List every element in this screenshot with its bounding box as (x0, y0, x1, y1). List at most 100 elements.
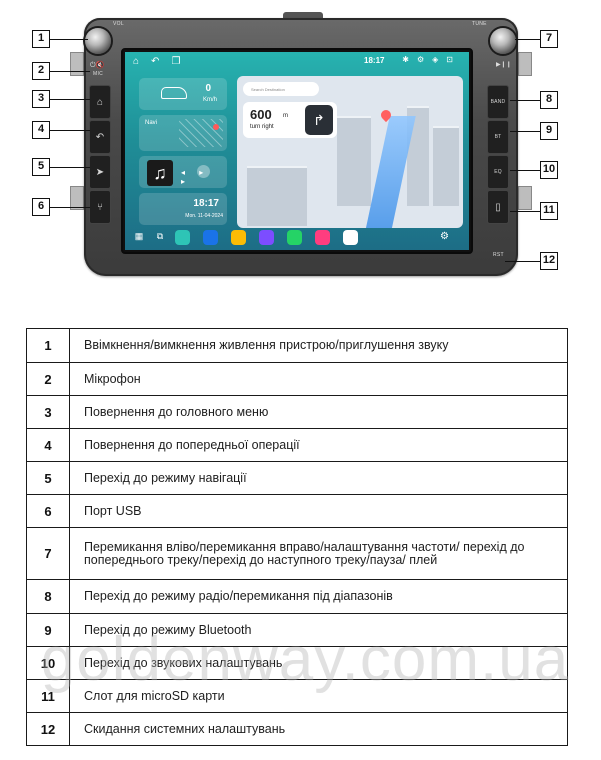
callout-4: 4 (32, 121, 50, 139)
building (337, 116, 371, 206)
back-button[interactable]: ↶ (89, 120, 111, 154)
item-description: Повернення до попередньої операції (69, 428, 568, 462)
clock-date: Mon. 11-04-2024 (185, 213, 223, 219)
item-number: 9 (26, 613, 70, 647)
mini-map (179, 119, 223, 147)
back-icon: ↶ (95, 131, 105, 143)
navigation-panel[interactable]: Search Destination 600 m turn right ↱ (237, 76, 463, 228)
navigation-app-icon[interactable] (203, 229, 218, 245)
speed-unit: Km/h (202, 97, 217, 103)
navi-widget[interactable]: Navi (139, 115, 227, 151)
item-number: 8 (26, 579, 70, 614)
carplay-app-icon[interactable] (175, 229, 190, 245)
microsd-slot[interactable]: ▯ (487, 190, 509, 224)
item-number: 1 (26, 328, 70, 363)
mount-tab (283, 12, 323, 22)
leader-line (50, 39, 88, 40)
eq-button[interactable]: EQ (487, 155, 509, 189)
building (433, 126, 459, 206)
navi-label: Navi (145, 120, 158, 126)
back-icon[interactable]: ↶ (151, 55, 160, 67)
google-app-icon[interactable] (343, 229, 358, 245)
callout-1: 1 (32, 30, 50, 48)
callout-8: 8 (540, 91, 558, 109)
building (247, 166, 307, 226)
settings-gear-icon[interactable]: ⚙ (440, 231, 449, 242)
app-dock: ▦ ⧉ ⚙ (125, 224, 469, 250)
speed-widget[interactable]: 0 Km/h (139, 78, 227, 110)
phone-app-icon[interactable] (287, 229, 302, 245)
tune-label: TUNE (472, 21, 487, 27)
apps-grid-icon[interactable] (259, 229, 274, 245)
leader-line (50, 71, 90, 72)
mount-bracket-left-lower (70, 186, 84, 210)
navigation-button[interactable]: ➤ (89, 155, 111, 189)
leader-line (50, 99, 90, 100)
app-drawer-icon[interactable]: ▦ (134, 231, 144, 241)
callout-11: 11 (540, 202, 558, 220)
touchscreen[interactable]: ⌂ ↶ ❐ 18:17 ✱⚙◈⊡ 0 Km/h Navi ♫ ◂ ▸ ▸ (121, 48, 473, 254)
leader-line (510, 211, 540, 212)
item-description: Мікрофон (69, 362, 568, 396)
maps-app-icon[interactable] (231, 229, 246, 245)
band-button[interactable]: BAND (487, 85, 509, 119)
screen-wallpaper: ⌂ ↶ ❐ 18:17 ✱⚙◈⊡ 0 Km/h Navi ♫ ◂ ▸ ▸ (125, 52, 469, 250)
leader-line (515, 39, 540, 40)
item-number: 10 (26, 646, 70, 680)
usb-icon: ⑂ (97, 201, 103, 213)
home-icon[interactable]: ⌂ (133, 55, 140, 67)
music-widget[interactable]: ♫ ◂ ▸ ▸ (139, 156, 227, 188)
mount-bracket-right (518, 52, 532, 76)
distance-unit: m (283, 113, 288, 119)
item-number: 6 (26, 494, 70, 528)
callout-5: 5 (32, 158, 50, 176)
home-button[interactable]: ⌂ (89, 85, 111, 119)
leader-line (505, 261, 540, 262)
item-description: Перехід до звукових налаштувань (69, 646, 568, 680)
item-description: Повернення до головного меню (69, 395, 568, 429)
mount-bracket-left (70, 52, 84, 76)
item-description: Ввімкнення/вимкнення живлення пристрою/п… (69, 328, 568, 363)
tune-knob[interactable] (490, 28, 516, 54)
item-number: 7 (26, 527, 70, 580)
search-destination-input[interactable]: Search Destination (243, 82, 319, 96)
media-player-app-icon[interactable] (315, 229, 330, 245)
bt-button[interactable]: BT (487, 120, 509, 154)
leader-line (510, 170, 540, 171)
turn-instruction-card: 600 m turn right ↱ (243, 102, 337, 138)
leader-line (510, 131, 540, 132)
device-illustration: VOL TUNE ⏻🔇 MIC ▶❙❙ RST ⌂ ↶ ➤ ⑂ BAND BT … (0, 0, 601, 300)
turn-instruction: turn right (250, 124, 274, 130)
music-controls[interactable]: ◂ ▸ ▸ (181, 168, 210, 186)
item-description: Порт USB (69, 494, 568, 528)
callout-12: 12 (540, 252, 558, 270)
item-number: 3 (26, 395, 70, 429)
eq-label: EQ (494, 169, 502, 175)
navigation-arrow-icon: ➤ (95, 166, 105, 178)
status-bar: ⌂ ↶ ❐ 18:17 ✱⚙◈⊡ (125, 52, 469, 70)
volume-power-knob[interactable] (85, 28, 111, 54)
item-number: 4 (26, 428, 70, 462)
turn-right-icon: ↱ (305, 105, 333, 135)
split-screen-icon[interactable]: ⧉ (156, 231, 164, 241)
leader-line (510, 100, 540, 101)
item-number: 5 (26, 461, 70, 495)
bt-label: BT (494, 134, 502, 140)
play-icon[interactable] (197, 165, 210, 178)
clock-widget[interactable]: 18:17 Mon. 11-04-2024 (139, 193, 227, 225)
distance-value: 600 (250, 107, 272, 122)
location-pin-icon (213, 124, 219, 130)
item-description: Скидання системних налаштувань (69, 712, 568, 746)
car-icon (161, 87, 187, 99)
item-description: Перехід до режиму радіо/перемикання під … (69, 579, 568, 614)
recent-apps-icon[interactable]: ❐ (171, 55, 181, 67)
item-description: Перехід до режиму Bluetooth (69, 613, 568, 647)
usb-port[interactable]: ⑂ (89, 190, 111, 224)
